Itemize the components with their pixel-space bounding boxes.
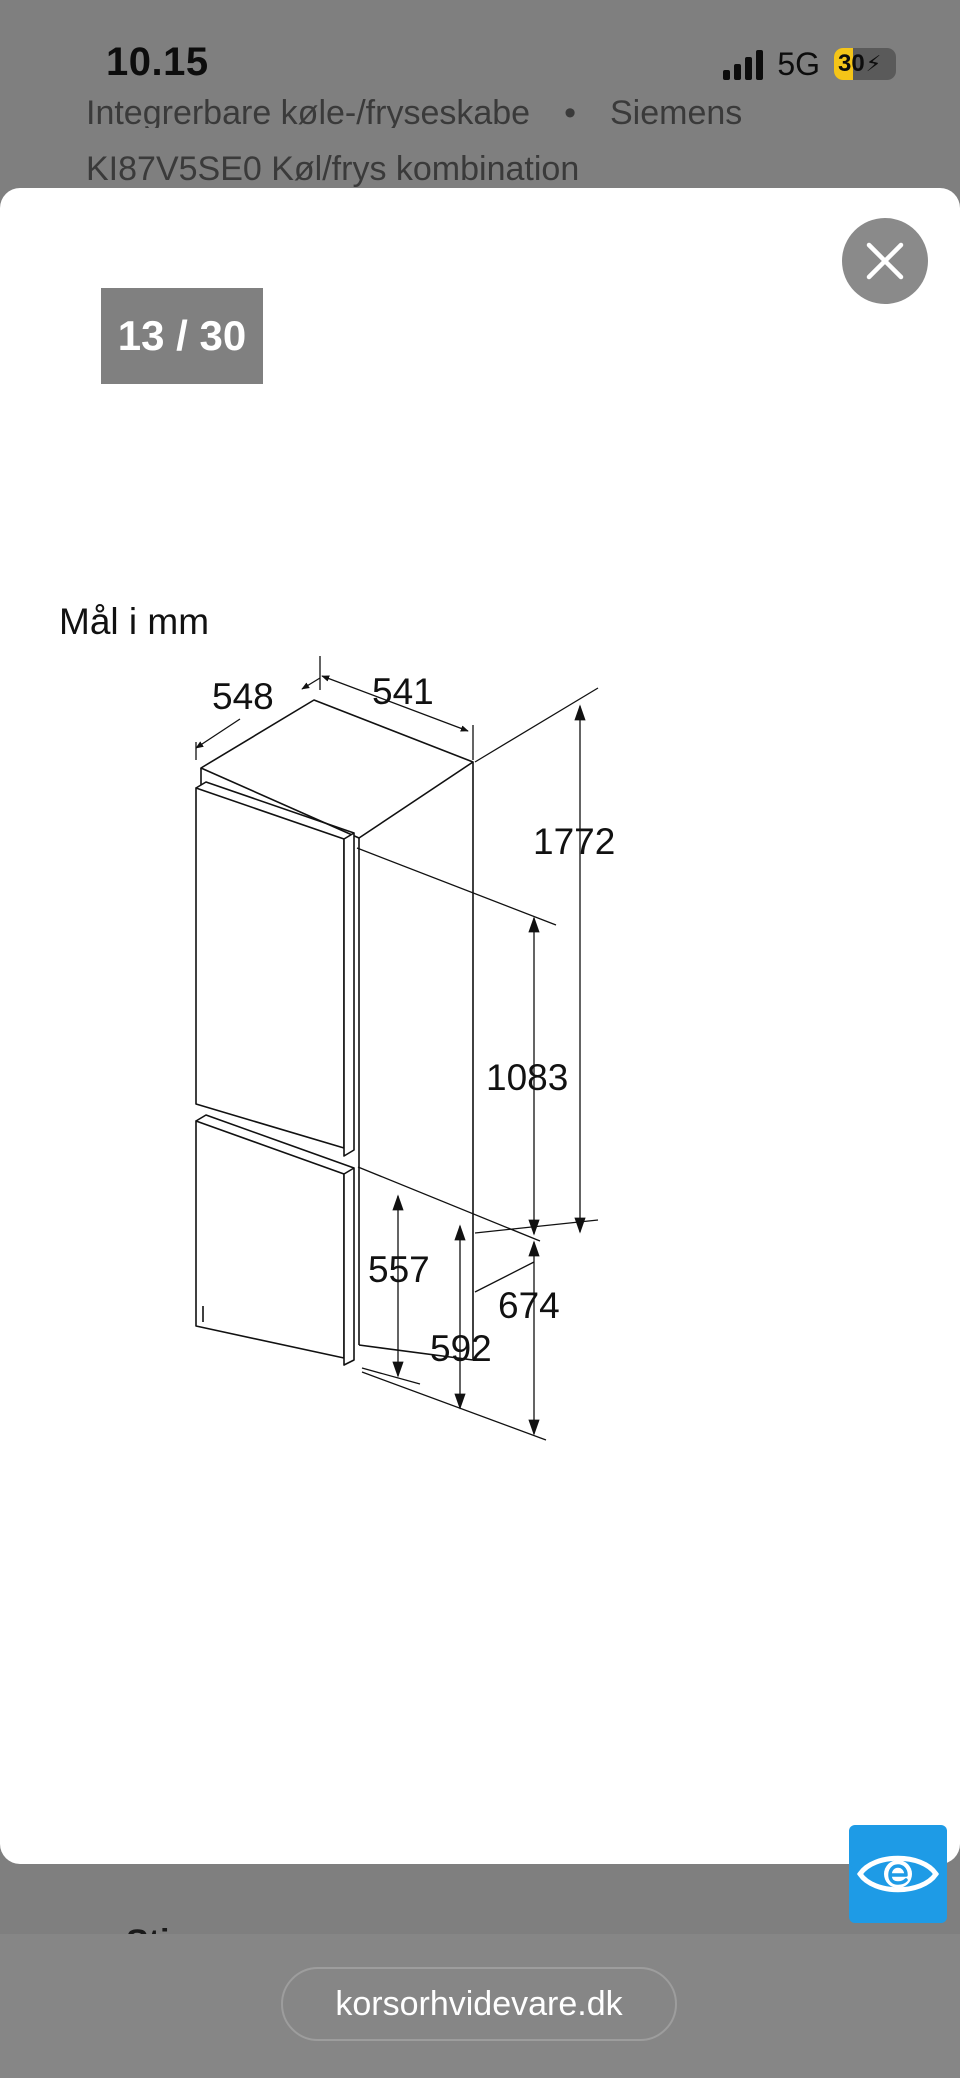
battery: 30 ⚡ (834, 48, 896, 80)
status-bar: 10.15 5G 30 ⚡ (0, 0, 960, 115)
background-breadcrumb: Integrerbare køle-/fryseskabe • Siemens (86, 92, 896, 128)
image-counter: 13 / 30 (101, 288, 263, 384)
dimension-lines (195, 656, 599, 1441)
close-button[interactable] (842, 218, 928, 304)
breadcrumb-item: Siemens (609, 94, 743, 128)
dimension-total-height-label: 1772 (533, 821, 615, 862)
battery-icon: 30 ⚡ (834, 48, 896, 80)
dimension-freezer-door-label: 557 (368, 1249, 430, 1290)
image-gallery-modal (0, 188, 960, 1864)
charging-bolt-icon: ⚡ (865, 51, 882, 76)
close-icon (866, 242, 904, 280)
signal-icon (723, 48, 764, 80)
battery-fill (834, 48, 853, 80)
accessibility-button[interactable] (849, 1825, 947, 1923)
eye-icon (857, 1855, 939, 1893)
breadcrumb-item: Integrerbare køle-/fryseskabe (86, 94, 531, 128)
status-time: 10.15 (106, 40, 209, 84)
status-indicators: 5G 30 ⚡ (723, 44, 896, 84)
dimension-labels: 548 541 1772 1083 557 674 592 (212, 671, 615, 1369)
diagram-caption: Mål i mm (59, 601, 209, 642)
background-bottom-peek: Stjerne (126, 1922, 241, 1934)
fridge-outline (195, 699, 474, 1366)
background-product-title: KI87V5SE0 Køl/frys kombination (86, 150, 580, 188)
browser-bottom-bar (0, 1934, 960, 2078)
url-bar[interactable]: korsorhvidevare.dk (281, 1967, 677, 2041)
dimension-width-label: 541 (372, 671, 434, 712)
battery-percent: 30 (838, 50, 865, 77)
dimension-fridge-door-label: 1083 (486, 1057, 568, 1098)
dimension-freezer-section-label: 674 (498, 1285, 560, 1326)
dimension-depth-label: 548 (212, 676, 274, 717)
network-label: 5G (777, 45, 820, 82)
breadcrumb-separator-icon: • (564, 94, 576, 128)
dimension-freezer-niche-label: 592 (430, 1328, 492, 1369)
